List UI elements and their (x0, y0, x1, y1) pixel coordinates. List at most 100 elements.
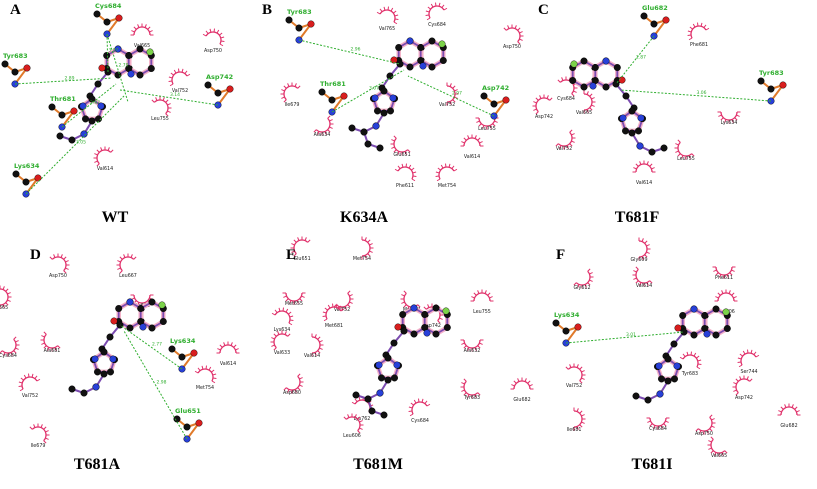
arc-tick (45, 437, 49, 440)
arc-tick (149, 30, 153, 33)
arc-tick (463, 137, 467, 141)
arc-tick (324, 307, 328, 311)
contact-residue-label: Val752 (556, 146, 572, 152)
arc-tick (569, 129, 573, 133)
contact-residue-label: Leu755 (677, 156, 695, 162)
nitrogen-atom (376, 389, 384, 397)
arc-tick (535, 97, 539, 101)
hydrophobic-contact-arc (460, 339, 484, 352)
panel-title: WT (102, 209, 129, 226)
arc-tick (319, 340, 323, 343)
arc-tick (167, 110, 171, 113)
arc-tick (296, 300, 299, 304)
arc-tick (696, 355, 700, 359)
nitrogen-atom (372, 122, 380, 130)
arc-tick (317, 131, 320, 135)
arc-tick (359, 420, 363, 423)
oxygen-atom (98, 64, 106, 72)
hydrophobic-contact-arc (732, 375, 753, 396)
arc-tick (170, 72, 174, 76)
hydrophobic-contact-arc (202, 28, 225, 47)
panel-letter: F (556, 247, 565, 263)
hbond-distance: 3.05 (76, 140, 86, 146)
ligand (348, 37, 447, 152)
arc-tick (646, 251, 650, 254)
arc-tick (289, 319, 294, 321)
arc-tick (579, 380, 583, 384)
arc-tick (454, 89, 458, 92)
hydrophobic-contact-arc (470, 289, 494, 302)
arc-tick (571, 133, 575, 136)
arc-tick (393, 149, 397, 153)
carbon-atom (406, 63, 414, 71)
arc-curve (197, 368, 214, 382)
arc-tick (273, 347, 277, 351)
hbond-residue-label: Lys634 (170, 337, 196, 345)
arc-tick (703, 24, 707, 28)
arc-tick (644, 240, 648, 244)
arc-tick (435, 171, 440, 174)
arc-tick (301, 236, 303, 241)
arc-tick (401, 301, 405, 304)
carbon-atom (148, 298, 156, 306)
arc-tick (291, 250, 295, 253)
arc-tick (576, 408, 579, 412)
carbon-atom (368, 407, 376, 415)
carbon-atom (580, 57, 588, 65)
arc-tick (424, 400, 428, 404)
arc-tick (441, 4, 445, 8)
arc-tick (589, 272, 593, 275)
arc-tick (23, 374, 27, 379)
hydrophobic-contact-arc (510, 377, 534, 390)
hydrophobic-contact-arc (216, 341, 240, 354)
arc-tick (477, 345, 481, 349)
carbon-atom (670, 375, 678, 383)
arc-tick (408, 410, 413, 412)
carbon-atom (364, 140, 372, 148)
arc-tick (478, 123, 482, 127)
arc-tick (517, 27, 521, 31)
contact-residue-label: Leu606 (343, 433, 361, 439)
panel-title: T681A (74, 456, 121, 473)
arc-tick (144, 24, 147, 28)
oxygen-atom (662, 16, 670, 24)
hydrophobic-contact-arc (425, 2, 448, 21)
arc-tick (742, 350, 746, 355)
hbond-residue-label: Tyr683 (759, 69, 784, 77)
arc-tick (643, 282, 645, 287)
contact-residue-label: Gly609 (630, 257, 647, 263)
carbon-atom (80, 389, 88, 397)
arc-tick (737, 361, 742, 363)
arc-tick (407, 149, 411, 153)
arc-tick (589, 93, 593, 97)
panel-title: K634A (340, 209, 388, 226)
hydrophobic-contact-arc (49, 253, 70, 274)
arc-tick (299, 384, 303, 387)
carbon-atom (443, 323, 451, 331)
nitrogen-atom (114, 45, 122, 53)
arc-tick (57, 345, 61, 349)
hbond-residue-sidechain (176, 418, 202, 440)
hbond-residue-label: Asp742 (206, 73, 233, 81)
carbon-atom (93, 368, 101, 376)
arc-tick (511, 384, 515, 387)
arc-tick (453, 168, 458, 172)
arc-tick (452, 99, 456, 103)
arc-tick (747, 349, 749, 354)
carbon-atom (48, 103, 56, 111)
arc-tick (539, 95, 542, 99)
halogen-atom (722, 308, 730, 316)
contact-residue-label: Val752 (22, 393, 38, 399)
arc-tick (107, 147, 110, 151)
carbon-atom (628, 107, 636, 115)
arc-tick (714, 452, 717, 456)
arc-tick (60, 254, 63, 258)
panel-c: Phe681Cys684Asp742Val665Lys634Val752Leu7… (532, 2, 787, 226)
arc-tick (155, 97, 158, 101)
arc-tick (549, 97, 553, 101)
arc-curve (463, 339, 481, 349)
carbon-atom (480, 92, 488, 100)
arc-tick (474, 135, 477, 139)
arc-curve (638, 240, 648, 258)
arc-tick (317, 336, 321, 340)
